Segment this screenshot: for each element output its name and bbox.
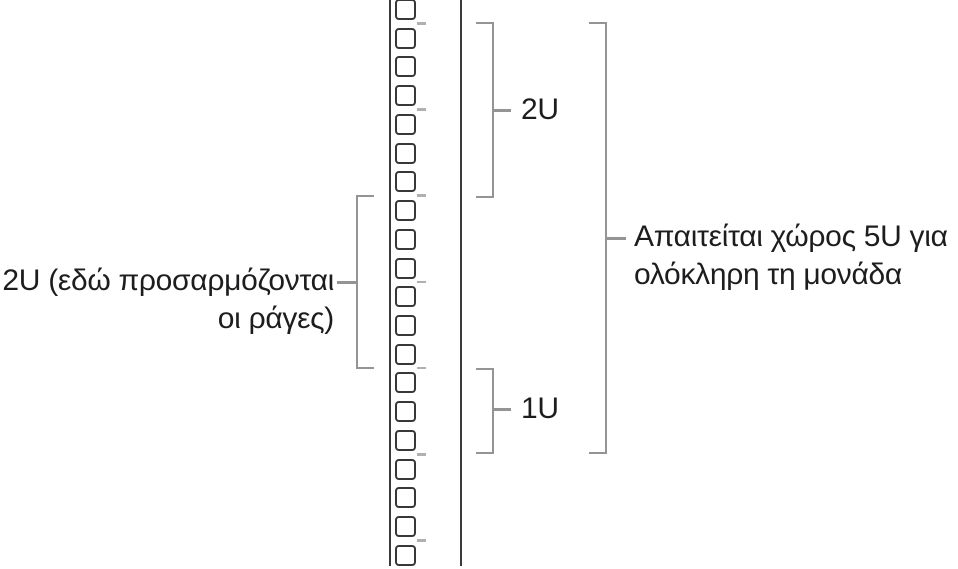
- top-2u-connector-line: [494, 109, 511, 112]
- mounting-hole: [395, 257, 416, 279]
- total-5u-label-line2: ολόκληρη τη μονάδα: [634, 258, 902, 291]
- mounting-hole: [395, 200, 416, 222]
- rack-unit-tick: [417, 366, 426, 370]
- rack-unit-tick: [417, 108, 426, 111]
- mounting-hole: [395, 85, 416, 107]
- left-2u-label-line2: οι ράγες): [217, 302, 335, 335]
- bottom-1u-connector-line: [494, 408, 511, 411]
- mounting-hole: [395, 401, 416, 423]
- rack-unit-tick: [417, 280, 426, 284]
- top-2u-bracket: [476, 22, 494, 198]
- rack-unit-tick: [417, 22, 426, 25]
- bottom-1u-label: 1U: [521, 392, 559, 425]
- mounting-hole: [395, 516, 416, 538]
- mounting-hole: [395, 487, 416, 509]
- mounting-hole: [395, 27, 416, 49]
- mounting-hole: [395, 286, 416, 308]
- mounting-hole: [395, 372, 416, 394]
- mounting-hole: [395, 343, 416, 365]
- top-2u-label: 2U: [521, 93, 559, 126]
- mounting-hole: [395, 315, 416, 337]
- total-5u-bracket: [589, 22, 607, 454]
- rail-right-edge-line: [460, 0, 462, 566]
- mounting-hole: [395, 429, 416, 451]
- mounting-hole: [395, 56, 416, 78]
- left-2u-connector-line: [337, 281, 356, 284]
- rack-rail: [385, 0, 465, 566]
- left-2u-label: 2U (εδώ προσαρμόζονται οι ράγες): [2, 262, 334, 338]
- mounting-hole: [395, 0, 416, 20]
- rack-unit-tick: [417, 194, 426, 197]
- left-2u-label-line1: 2U (εδώ προσαρμόζονται: [2, 264, 334, 297]
- rail-left-edge-line: [389, 0, 391, 566]
- mounting-hole: [395, 113, 416, 135]
- mounting-hole: [395, 142, 416, 164]
- total-5u-connector-line: [607, 237, 626, 240]
- mounting-hole: [395, 228, 416, 250]
- total-5u-label-line1: Απαιτείται χώρος 5U για: [634, 220, 948, 253]
- mounting-hole: [395, 458, 416, 480]
- rack-unit-tick: [417, 539, 426, 542]
- left-2u-bracket: [356, 195, 374, 369]
- rack-unit-tick: [417, 453, 426, 456]
- mounting-hole: [395, 171, 416, 193]
- bottom-1u-bracket: [476, 368, 494, 454]
- mounting-hole: [395, 544, 416, 566]
- total-5u-label: Απαιτείται χώρος 5U για ολόκληρη τη μονά…: [634, 218, 948, 294]
